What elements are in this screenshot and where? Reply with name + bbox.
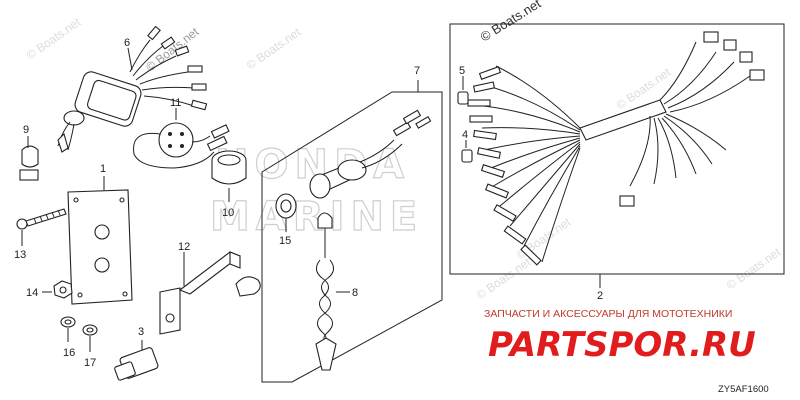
part-3-connector[interactable] (114, 340, 159, 381)
svg-text:© Boats.net: © Boats.net (24, 15, 84, 63)
part-6-connectors (147, 25, 208, 111)
svg-text:© Boats.net: © Boats.net (724, 245, 784, 293)
part-12-bracket[interactable] (159, 251, 242, 335)
callout-10[interactable]: 10 (222, 207, 234, 219)
shop-logo: PARTSPOR.RU (488, 325, 756, 365)
callout-16[interactable]: 16 (63, 347, 75, 359)
brand-watermark-line2: MARINE (210, 194, 423, 240)
part-6-ignition-switch[interactable] (57, 25, 208, 153)
copyright-watermark-right: © Boats.net (478, 0, 544, 45)
svg-text:© Boats.net: © Boats.net (244, 25, 304, 73)
callout-17[interactable]: 17 (84, 357, 96, 369)
part-7-kill-switch[interactable] (309, 109, 432, 199)
callout-4[interactable]: 4 (462, 129, 468, 141)
callout-3[interactable]: 3 (138, 326, 144, 338)
part-10-band[interactable] (211, 150, 247, 202)
brand-watermark: HONDA MARINE (209, 141, 423, 240)
svg-text:© Boats.net: © Boats.net (474, 255, 534, 303)
callout-13[interactable]: 13 (14, 249, 26, 261)
part-1-plate[interactable] (67, 176, 133, 305)
callout-12[interactable]: 12 (178, 241, 190, 253)
callout-7[interactable]: 7 (414, 65, 420, 77)
callout-8[interactable]: 8 (352, 287, 358, 299)
diagram-code: ZY5AF1600 (718, 384, 769, 395)
part-11-buzzer[interactable] (133, 108, 230, 169)
part-2-terminals (467, 66, 542, 266)
shop-tagline: ЗАПЧАСТИ И АКСЕССУАРЫ ДЛЯ МОТОТЕХНИКИ (484, 308, 732, 320)
group-2-outline (449, 23, 785, 288)
part-14-nut[interactable] (42, 280, 73, 299)
callout-9[interactable]: 9 (23, 124, 29, 136)
part-2-wire-harness[interactable] (467, 31, 765, 266)
part-9-clip[interactable] (19, 136, 39, 181)
group-7-outline (261, 80, 443, 383)
callout-5[interactable]: 5 (459, 65, 465, 77)
part-13-bolt[interactable] (16, 208, 67, 246)
part-2-fan-wires (481, 65, 581, 263)
callout-6[interactable]: 6 (124, 37, 130, 49)
part-15-nut[interactable] (275, 193, 297, 232)
callout-15[interactable]: 15 (279, 235, 291, 247)
part-5-pin[interactable] (457, 76, 469, 105)
part-17-washer[interactable] (82, 324, 98, 352)
callout-11[interactable]: 11 (170, 97, 181, 109)
callout-14[interactable]: 14 (26, 287, 38, 299)
part-8-lanyard[interactable] (315, 212, 350, 371)
part-clip-small[interactable] (235, 276, 261, 297)
callout-2[interactable]: 2 (597, 290, 603, 302)
callout-1[interactable]: 1 (100, 163, 106, 175)
part-16-washer[interactable] (60, 316, 76, 342)
part-4-pin[interactable] (461, 140, 473, 163)
